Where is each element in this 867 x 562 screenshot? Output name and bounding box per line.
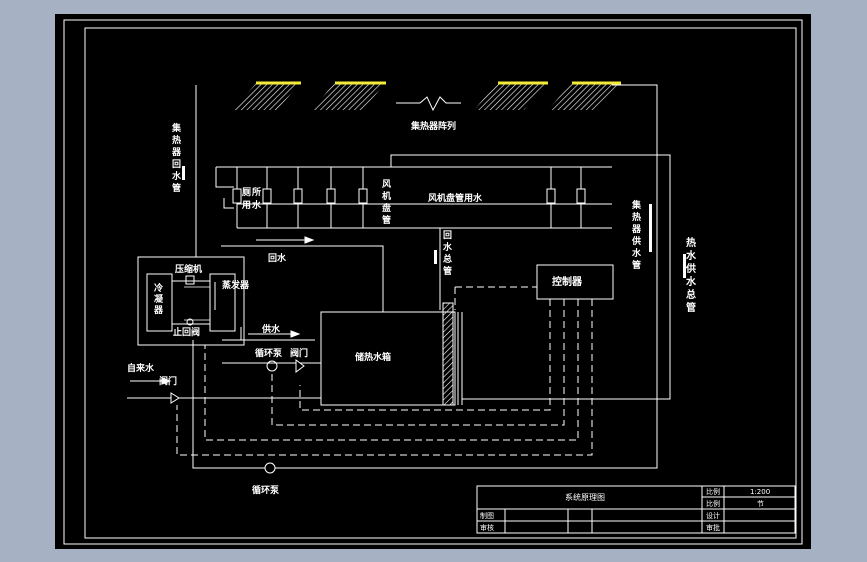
- outer-frame: [63, 19, 803, 545]
- condenser-label: 冷凝器: [153, 282, 164, 316]
- valve-upper-label: 阀门: [290, 347, 308, 359]
- tank-coil: [442, 302, 454, 406]
- controller-box: [536, 264, 614, 300]
- collector-panel-3: [474, 82, 548, 110]
- collector-array-label: 集热器阵列: [410, 120, 456, 132]
- circ-pump-lower-label: 循环泵: [252, 484, 280, 496]
- fan-coil-units: [232, 188, 586, 204]
- heat-pump-box: [137, 256, 245, 346]
- valve-upper-symbol: [295, 359, 305, 373]
- pipes: [127, 84, 671, 469]
- valve-lower-symbol: [170, 392, 180, 404]
- pipe-markers: [182, 166, 686, 278]
- fan-coil-water-label: 风机盘管用水: [428, 192, 483, 204]
- hot-water-main-label: 热水供水总管: [685, 236, 697, 314]
- title-block-approve-label: 审批: [706, 523, 720, 532]
- control-wiring: [176, 286, 593, 456]
- check-valve-symbol: [186, 318, 194, 326]
- pumps-valves: [170, 359, 305, 474]
- valve-lower-label: 阀门: [159, 375, 177, 387]
- break-symbol: [396, 96, 461, 112]
- storage-tank-body: [320, 311, 456, 406]
- evaporator-box: [209, 273, 236, 332]
- pump-lower-symbol: [264, 462, 276, 474]
- title-block-sheet-value: 节: [757, 500, 764, 508]
- controller-label: 控制器: [552, 275, 583, 288]
- collector-panel-1: [233, 82, 301, 110]
- inner-frame: [84, 27, 797, 539]
- circ-pump-upper-label: 循环泵: [255, 347, 283, 359]
- toilet-water-label: 厕所用水: [241, 186, 262, 211]
- check-valve-label: 止回阀: [173, 326, 200, 338]
- title-block-drawn-label: 制图: [480, 511, 494, 520]
- pump-upper-symbol: [266, 360, 278, 372]
- heat-pump-unit: [137, 256, 245, 346]
- collector-panel-4: [548, 82, 621, 110]
- flow-arrows: [130, 236, 315, 385]
- title-block-scale-label: 比例: [706, 487, 720, 496]
- title-block-design-label: 设计: [706, 511, 720, 520]
- collector-return-pipe-label: 集热器回水管: [171, 122, 182, 194]
- compressor-symbol: [185, 275, 195, 285]
- title-block: [476, 485, 796, 534]
- fan-coil-label: 风机盘管: [382, 179, 391, 226]
- tap-water-label: 自来水: [127, 362, 155, 374]
- return-main-label: 回水总管: [443, 230, 453, 277]
- title-block-checked-label: 审核: [480, 523, 494, 532]
- title-block-title: 系统原理图: [565, 492, 605, 502]
- evaporator-label: 蒸发器: [222, 279, 250, 291]
- drawing-sheet: [55, 14, 811, 549]
- storage-tank: [320, 302, 463, 406]
- title-block-scale-value: 1:200: [750, 488, 770, 496]
- storage-tank-label: 储热水箱: [355, 351, 391, 363]
- supply-water-label: 供水: [261, 323, 281, 335]
- collector-panel-2: [312, 82, 386, 110]
- compressor-label: 压缩机: [175, 263, 202, 275]
- condenser-box: [146, 273, 173, 332]
- title-block-sheet-label: 比例: [706, 499, 720, 508]
- return-water-label: 回水: [268, 252, 287, 264]
- collector-supply-pipe-label: 集热器供水管: [631, 199, 642, 271]
- collector-array: [233, 81, 621, 112]
